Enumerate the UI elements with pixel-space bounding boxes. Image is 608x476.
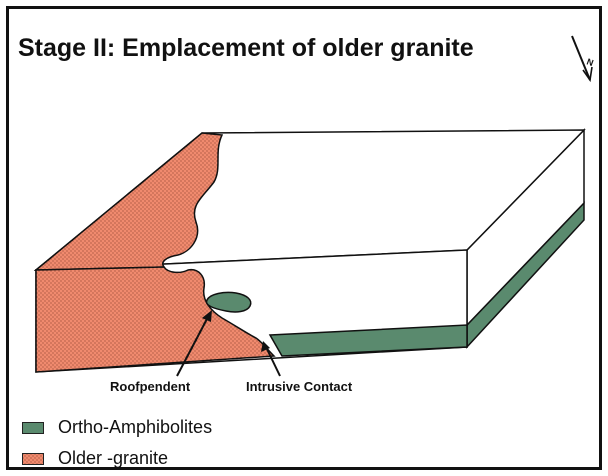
legend-item-granite: Older -granite: [22, 448, 168, 469]
granite-swatch: [22, 453, 44, 465]
amphibolite-swatch: [22, 422, 44, 434]
north-letter: N: [585, 56, 595, 68]
north-arrow-icon: N: [572, 36, 595, 80]
intrusive-contact-label: Intrusive Contact: [246, 379, 353, 394]
legend-label: Ortho-Amphibolites: [58, 417, 212, 438]
legend-label: Older -granite: [58, 448, 168, 469]
legend-item-amphibolite: Ortho-Amphibolites: [22, 417, 212, 438]
roofpendent-label: Roofpendent: [110, 379, 191, 394]
